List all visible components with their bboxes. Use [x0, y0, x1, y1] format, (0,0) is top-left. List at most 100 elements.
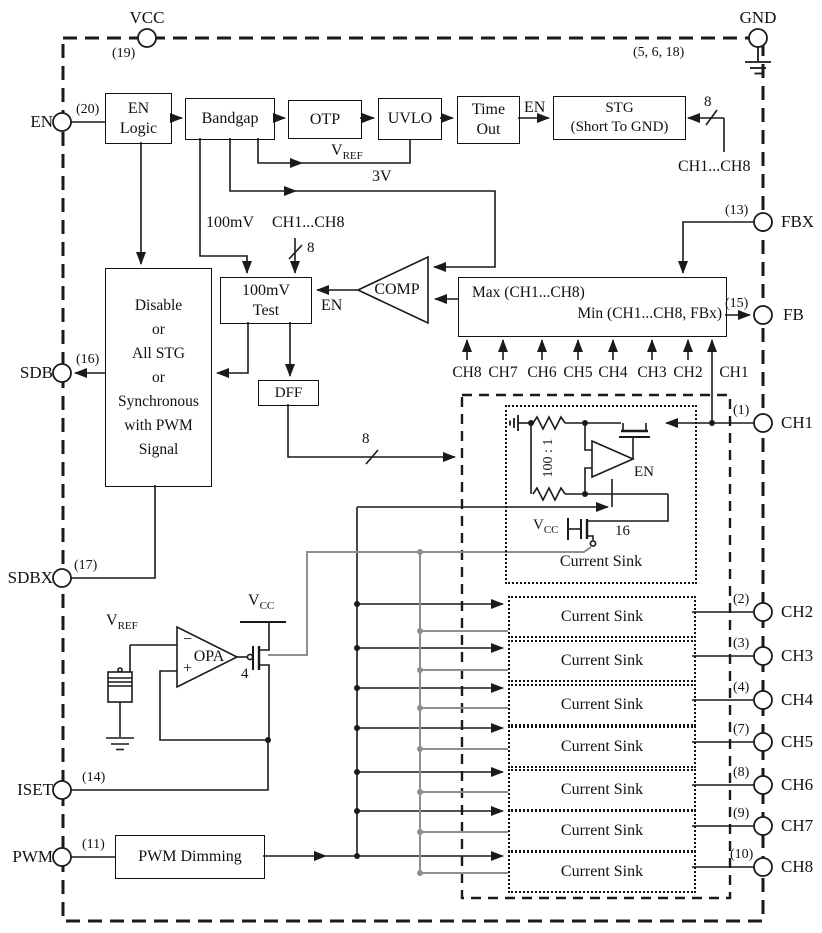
- pin-num-ch6: (8): [733, 765, 750, 780]
- en-label-timeout: EN: [524, 99, 546, 116]
- block-current-sink-ch7: Current Sink: [508, 810, 696, 852]
- pin-num-sdbx: (17): [74, 558, 98, 573]
- pin-ch1: [753, 413, 773, 433]
- pin-gnd: [748, 28, 768, 48]
- vcc-label-sink: VCC: [533, 517, 559, 536]
- junction-dots: [265, 420, 715, 859]
- block-current-sink-ch6: Current Sink: [508, 769, 696, 811]
- channel-pin-wires: [665, 418, 754, 868]
- comp-label: COMP: [374, 281, 420, 298]
- current-sink-caption: Current Sink: [559, 553, 643, 570]
- channel-array-boundary: [460, 393, 732, 900]
- pin-fbx: [753, 212, 773, 232]
- sink-opamp: [591, 439, 635, 479]
- block-current-sink-ch2: Current Sink: [508, 596, 696, 638]
- pin-num-fbx: (13): [725, 203, 749, 218]
- pin-label-ch8: CH8: [781, 857, 814, 876]
- opa-plus: +: [183, 660, 193, 677]
- block-stg: STG (Short To GND): [553, 96, 686, 140]
- sense-label-ch1: CH1: [719, 364, 749, 381]
- pin-ch6: [753, 775, 773, 795]
- block-time-out: Time Out: [457, 96, 520, 144]
- min-label: Min (CH1...CH8, FBx): [577, 305, 722, 322]
- opa-label: OPA: [193, 648, 225, 665]
- block-en-logic: EN Logic: [105, 93, 172, 144]
- pin-num-gnd: (5, 6, 18): [633, 45, 685, 60]
- test-dff-disable-wires: [71, 322, 456, 579]
- bus8-label-dff: 8: [362, 431, 370, 447]
- opa-mosfet: [237, 621, 286, 740]
- vref-cell: [106, 644, 177, 751]
- pin-sdbx: [52, 568, 72, 588]
- block-disable: Disable or All STG or Synchronous with P…: [105, 268, 212, 487]
- pin-label-sdbx: SDBX: [7, 568, 53, 587]
- pin-label-ch6: CH6: [781, 775, 814, 794]
- block-100mv-test: 100mV Test: [220, 277, 312, 324]
- pin-label-ch4: CH4: [781, 690, 814, 709]
- pin-ch8: [753, 857, 773, 877]
- vref-label-opa: VREF: [106, 612, 138, 633]
- iset-feedback-wires: [71, 670, 269, 791]
- pin-label-fb: FB: [783, 305, 804, 324]
- bias-junction-dots: [417, 549, 423, 876]
- pin-num-ch4: (4): [733, 680, 750, 695]
- en-label-sink: EN: [634, 464, 654, 480]
- pin-ch2: [753, 602, 773, 622]
- block-current-sink-ch8: Current Sink: [508, 851, 696, 893]
- sense-label-ch5: CH5: [563, 364, 593, 381]
- pin-num-fb: (15): [725, 296, 749, 311]
- pin-label-iset: ISET: [17, 780, 53, 799]
- pin-ch3: [753, 646, 773, 666]
- mult4-label: 4: [241, 666, 249, 682]
- vref-label: VREF: [331, 142, 363, 163]
- pin-label-vcc: VCC: [129, 8, 165, 27]
- top-row-wires: [71, 109, 725, 152]
- 3v-label: 3V: [372, 168, 392, 185]
- pin-pwm: [52, 847, 72, 867]
- block-current-sink-ch4: Current Sink: [508, 684, 696, 726]
- block-bandgap: Bandgap: [185, 98, 275, 140]
- block-current-sink-ch1: [505, 405, 697, 584]
- pin-num-pwm: (11): [82, 837, 105, 852]
- bus8-label-mid: 8: [307, 240, 315, 256]
- pin-num-en: (20): [76, 102, 100, 117]
- sense-label-ch7: CH7: [488, 364, 518, 381]
- bus8-label-stg: 8: [704, 94, 712, 110]
- pin-label-en: EN: [30, 112, 53, 131]
- gnd-symbol: [745, 47, 771, 75]
- reference-wires: [136, 138, 496, 274]
- pin-vcc: [137, 28, 157, 48]
- 100mv-label: 100mV: [206, 214, 254, 231]
- pin-label-fbx: FBX: [781, 212, 815, 231]
- pin-label-pwm: PWM: [12, 847, 53, 866]
- opa-amplifier: [176, 625, 239, 689]
- pin-num-ch8: (10): [730, 847, 754, 862]
- sense-label-ch4: CH4: [598, 364, 628, 381]
- ch-bus-label-mid: CH1...CH8: [272, 214, 345, 231]
- block-current-sink-ch5: Current Sink: [508, 726, 696, 768]
- pin-num-vcc: (19): [112, 46, 136, 61]
- sense-label-ch3: CH3: [637, 364, 667, 381]
- pin-ch7: [753, 816, 773, 836]
- pin-label-ch1: CH1: [781, 413, 814, 432]
- opa-minus: −: [183, 631, 193, 648]
- en-label-comp: EN: [321, 297, 343, 314]
- pin-label-ch3: CH3: [781, 646, 814, 665]
- pin-num-ch5: (7): [733, 722, 750, 737]
- mult16-label: 16: [615, 523, 630, 539]
- sense-label-ch8: CH8: [452, 364, 482, 381]
- pin-label-ch7: CH7: [781, 816, 814, 835]
- pin-ch5: [753, 732, 773, 752]
- comp-maxmin-wires: [316, 221, 754, 423]
- max-label: Max (CH1...CH8): [472, 284, 585, 301]
- block-dff: DFF: [258, 380, 319, 406]
- pin-ch4: [753, 690, 773, 710]
- pin-num-ch2: (2): [733, 592, 750, 607]
- pin-num-ch3: (3): [733, 636, 750, 651]
- pin-sdb: [52, 363, 72, 383]
- pin-num-ch7: (9): [733, 806, 750, 821]
- ratio-label: 100 : 1: [541, 438, 556, 478]
- pin-num-ch1: (1): [733, 403, 750, 418]
